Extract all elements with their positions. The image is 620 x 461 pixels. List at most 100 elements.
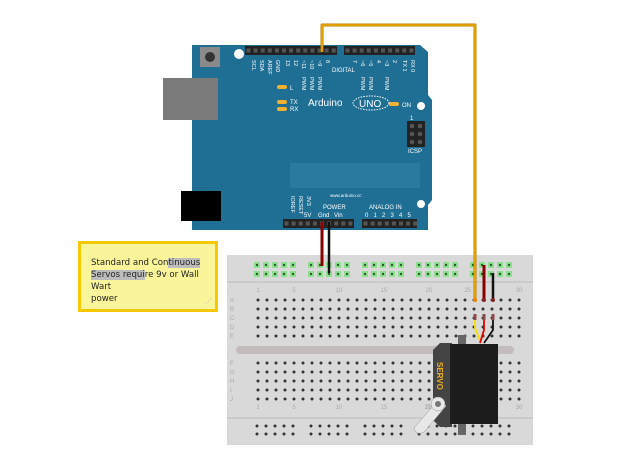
breadboard-hole[interactable]	[319, 334, 323, 338]
breadboard-hole[interactable]	[436, 298, 440, 302]
power-rail-hole[interactable]	[480, 424, 484, 428]
breadboard-hole[interactable]	[373, 307, 377, 311]
breadboard-hole[interactable]	[292, 316, 296, 320]
breadboard-hole[interactable]	[499, 334, 503, 338]
breadboard-hole[interactable]	[283, 370, 287, 374]
breadboard-hole[interactable]	[292, 379, 296, 383]
breadboard-hole[interactable]	[355, 397, 359, 401]
breadboard-hole[interactable]	[382, 379, 386, 383]
breadboard-hole[interactable]	[283, 379, 287, 383]
power-rail-hole[interactable]	[471, 424, 475, 428]
header-pin[interactable]	[370, 221, 375, 226]
breadboard-hole[interactable]	[319, 298, 323, 302]
power-rail-hole[interactable]	[381, 432, 385, 436]
breadboard-hole[interactable]	[409, 298, 413, 302]
power-rail-hole[interactable]	[453, 424, 457, 428]
breadboard-hole[interactable]	[256, 334, 260, 338]
breadboard-hole[interactable]	[391, 388, 395, 392]
breadboard-hole[interactable]	[373, 379, 377, 383]
breadboard-hole[interactable]	[301, 307, 305, 311]
breadboard-hole[interactable]	[427, 361, 431, 365]
breadboard-hole[interactable]	[427, 325, 431, 329]
breadboard-hole[interactable]	[310, 316, 314, 320]
power-rail-hole[interactable]	[327, 432, 331, 436]
header-pin[interactable]	[296, 48, 301, 53]
breadboard-hole[interactable]	[391, 325, 395, 329]
power-rail-hole[interactable]	[309, 432, 313, 436]
breadboard-hole[interactable]	[499, 361, 503, 365]
breadboard-hole[interactable]	[301, 361, 305, 365]
power-rail-hole[interactable]	[291, 424, 295, 428]
breadboard-hole[interactable]	[499, 370, 503, 374]
breadboard-hole[interactable]	[508, 361, 512, 365]
icsp-pin[interactable]	[417, 123, 423, 129]
breadboard-hole[interactable]	[517, 316, 521, 320]
icsp-pin[interactable]	[409, 131, 415, 137]
breadboard-hole[interactable]	[472, 334, 476, 338]
breadboard-hole[interactable]	[328, 325, 332, 329]
breadboard-hole[interactable]	[400, 298, 404, 302]
breadboard-hole[interactable]	[346, 334, 350, 338]
header-pin[interactable]	[348, 221, 353, 226]
breadboard-hole[interactable]	[292, 370, 296, 374]
breadboard-hole[interactable]	[274, 397, 278, 401]
icsp-pin[interactable]	[409, 123, 415, 129]
breadboard-hole[interactable]	[400, 316, 404, 320]
breadboard-hole[interactable]	[382, 388, 386, 392]
breadboard-hole[interactable]	[346, 388, 350, 392]
breadboard-hole[interactable]	[256, 307, 260, 311]
breadboard-hole[interactable]	[265, 298, 269, 302]
breadboard-hole[interactable]	[445, 307, 449, 311]
breadboard-hole[interactable]	[409, 307, 413, 311]
breadboard-hole[interactable]	[382, 307, 386, 311]
breadboard-hole[interactable]	[400, 388, 404, 392]
header-pin[interactable]	[363, 221, 368, 226]
breadboard-hole[interactable]	[274, 379, 278, 383]
breadboard-hole[interactable]	[328, 334, 332, 338]
header-pin[interactable]	[373, 48, 378, 53]
breadboard-hole[interactable]	[427, 370, 431, 374]
breadboard-hole[interactable]	[409, 361, 413, 365]
header-pin[interactable]	[359, 48, 364, 53]
breadboard-hole[interactable]	[418, 370, 422, 374]
power-rail-hole[interactable]	[327, 424, 331, 428]
breadboard-hole[interactable]	[400, 397, 404, 401]
breadboard-hole[interactable]	[274, 388, 278, 392]
resize-grip-icon[interactable]: ⋰	[205, 297, 212, 305]
power-rail-hole[interactable]	[345, 424, 349, 428]
breadboard-hole[interactable]	[364, 307, 368, 311]
breadboard-hole[interactable]	[418, 334, 422, 338]
breadboard-hole[interactable]	[418, 325, 422, 329]
breadboard-hole[interactable]	[310, 379, 314, 383]
power-rail-hole[interactable]	[309, 424, 313, 428]
power-rail-hole[interactable]	[507, 424, 511, 428]
breadboard-hole[interactable]	[292, 334, 296, 338]
breadboard-hole[interactable]	[391, 316, 395, 320]
power-rail-hole[interactable]	[381, 424, 385, 428]
breadboard-hole[interactable]	[499, 379, 503, 383]
breadboard-hole[interactable]	[346, 325, 350, 329]
breadboard-hole[interactable]	[517, 298, 521, 302]
breadboard-hole[interactable]	[499, 307, 503, 311]
breadboard-hole[interactable]	[319, 307, 323, 311]
power-rail-hole[interactable]	[372, 424, 376, 428]
breadboard-hole[interactable]	[301, 379, 305, 383]
breadboard-hole[interactable]	[517, 334, 521, 338]
breadboard-hole[interactable]	[436, 325, 440, 329]
power-rail-hole[interactable]	[336, 432, 340, 436]
breadboard-hole[interactable]	[337, 370, 341, 374]
icsp-pin[interactable]	[409, 139, 415, 145]
breadboard-hole[interactable]	[283, 388, 287, 392]
power-rail-hole[interactable]	[363, 432, 367, 436]
breadboard-hole[interactable]	[508, 307, 512, 311]
power-rail-hole[interactable]	[390, 432, 394, 436]
breadboard-hole[interactable]	[382, 316, 386, 320]
breadboard-hole[interactable]	[391, 361, 395, 365]
header-pin[interactable]	[289, 48, 294, 53]
breadboard-hole[interactable]	[508, 325, 512, 329]
breadboard-hole[interactable]	[346, 307, 350, 311]
breadboard-hole[interactable]	[391, 397, 395, 401]
header-pin[interactable]	[260, 48, 265, 53]
breadboard-hole[interactable]	[364, 388, 368, 392]
breadboard-hole[interactable]	[463, 298, 467, 302]
